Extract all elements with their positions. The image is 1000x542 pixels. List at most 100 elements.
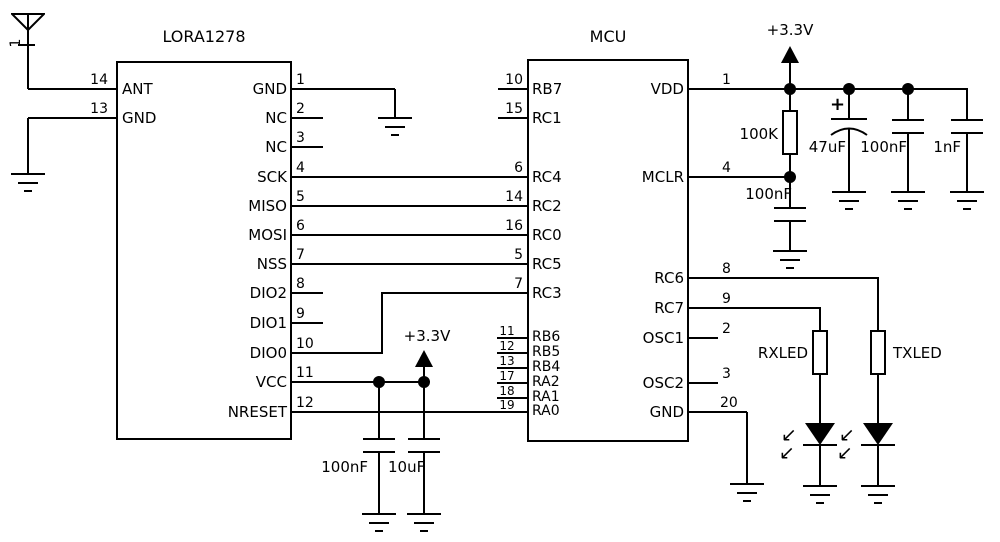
mcu-ra1-number: 18 xyxy=(499,384,515,398)
lora-pin11-number: 11 xyxy=(296,365,314,381)
lora-pin1-number: 1 xyxy=(296,72,305,88)
stub-rb4 xyxy=(497,367,527,369)
ground-symbol-gnd20 xyxy=(730,483,764,503)
mcu-rb4-number: 13 xyxy=(499,354,515,368)
ground-symbol-txled xyxy=(861,485,895,505)
rxled-gnd-leg xyxy=(819,446,821,485)
ground-symbol-cap100n xyxy=(891,191,925,211)
mcu-rc2-number: 14 xyxy=(505,189,523,205)
vcc-cap1-leg-top xyxy=(378,382,380,438)
lora-pin8-name: DIO2 xyxy=(249,284,287,302)
lora-pin2-name: NC xyxy=(265,109,287,127)
mcu-rb6-number: 11 xyxy=(499,324,515,338)
lora-pin13-number: 13 xyxy=(90,101,108,117)
txled-cathode-bar xyxy=(861,444,895,446)
ground-symbol-vcc-cap2 xyxy=(407,513,441,533)
stub-ra1 xyxy=(497,397,527,399)
mcu-rc5-name: RC5 xyxy=(532,255,562,273)
cap47-polarity: + xyxy=(830,94,846,115)
stub-ra2 xyxy=(497,382,527,384)
ground-symbol-mclr-cap xyxy=(773,250,807,270)
resistor-rxled xyxy=(812,330,828,375)
lora-pin5-number: 5 xyxy=(296,189,305,205)
vcc-cap2-value: 10uF xyxy=(388,458,426,476)
vcc-cap2-leg-bot xyxy=(423,452,425,513)
mcu-rc7-number: 9 xyxy=(722,291,731,307)
rxled-emission-arrow-icon: ↙ xyxy=(779,442,795,464)
mcu-rb5-name: RB5 xyxy=(532,344,561,360)
lora-pin2-number: 2 xyxy=(296,101,305,117)
cap1n-leg-bot xyxy=(966,132,968,191)
mcu-ra1-name: RA1 xyxy=(532,389,560,405)
lora-pin8-number: 8 xyxy=(296,276,305,292)
mcu-rb4-name: RB4 xyxy=(532,359,561,375)
rxled-diode-icon xyxy=(805,423,835,445)
cap47-plate-top xyxy=(831,118,867,120)
lora-pin11-name: VCC xyxy=(255,373,287,391)
stub-nc2 xyxy=(292,117,323,119)
rxled-cathode-bar xyxy=(803,444,837,446)
lora-pin13-name: GND xyxy=(122,109,157,127)
wire-vcc xyxy=(292,381,425,383)
mcu-rc7-name: RC7 xyxy=(654,299,684,317)
capacitor-vcc-100nF xyxy=(363,438,395,453)
wire-gnd13-drop xyxy=(27,118,29,173)
mclr-cap-leg-top xyxy=(789,177,791,207)
wire-lora-gnd1-drop xyxy=(394,89,396,117)
lora-body xyxy=(116,61,292,440)
cap100n-leg-bot xyxy=(907,132,909,191)
wire-sck xyxy=(292,176,527,178)
mcu-ra2-number: 17 xyxy=(499,369,515,383)
wire-gnd20-drop xyxy=(746,412,748,483)
lora-pin7-number: 7 xyxy=(296,247,305,263)
mcu-title: MCU xyxy=(589,27,627,46)
antenna-pin-tick xyxy=(18,44,35,46)
wire-gnd13 xyxy=(28,117,116,119)
mcu-mclr-number: 4 xyxy=(722,160,731,176)
mcu-osc1-number: 2 xyxy=(722,321,731,337)
stub-rb6 xyxy=(497,337,527,339)
rc6-drop xyxy=(877,278,879,330)
lora-pin7-name: NSS xyxy=(256,255,287,273)
mcu-rc6-name: RC6 xyxy=(654,269,684,287)
lora-pin6-number: 6 xyxy=(296,218,305,234)
mcu-rc4-number: 6 xyxy=(514,160,523,176)
ground-symbol-cap47 xyxy=(832,191,866,211)
lora-pin6-name: MOSI xyxy=(248,226,287,244)
rail-label: +3.3V xyxy=(766,21,814,39)
stub-nc3 xyxy=(292,146,323,148)
mclr-cap-leg-bot xyxy=(789,221,791,250)
vcc-cap2-leg-top xyxy=(423,382,425,438)
mcu-body xyxy=(527,59,689,442)
mcu-rc1-number: 15 xyxy=(505,101,523,117)
mcu-mclr-name: MCLR xyxy=(641,168,684,186)
wire-gnd20 xyxy=(689,411,747,413)
cap47-leg-bot xyxy=(848,128,850,191)
lora-pin9-name: DIO1 xyxy=(249,314,287,332)
resistor-txled xyxy=(870,330,886,375)
mcu-rb6-name: RB6 xyxy=(532,329,561,345)
capacitor-mclr-100nF xyxy=(774,207,806,222)
wire-dio0-rc3 xyxy=(381,292,527,294)
cap1n-value: 1nF xyxy=(933,138,961,156)
mcu-vdd-name: VDD xyxy=(650,80,684,98)
txled-emission-arrow-icon: ↙ xyxy=(839,424,855,446)
vcc-cap1-value: 100nF xyxy=(321,458,368,476)
mcu-rc2-name: RC2 xyxy=(532,197,562,215)
antenna-pin-number: 1 xyxy=(8,38,24,48)
mcu-osc2-number: 3 xyxy=(722,366,731,382)
mcu-rc5-number: 5 xyxy=(514,247,523,263)
txled-label: TXLED xyxy=(893,344,942,362)
rxled-res-leg xyxy=(819,375,821,423)
mcu-rc6-number: 8 xyxy=(722,261,731,277)
lora-pin10-name: DIO0 xyxy=(249,344,287,362)
ground-symbol-rxled xyxy=(803,485,837,505)
lora-pin14-name: ANT xyxy=(122,80,153,98)
lora-pin12-name: NRESET xyxy=(227,403,287,421)
power-arrow-icon-vcc xyxy=(415,350,433,367)
txled-emission-arrow-icon: ↙ xyxy=(837,442,853,464)
r100k-leg-bot xyxy=(789,155,791,177)
stub-rb7 xyxy=(498,88,527,90)
rail-arrow-stem xyxy=(789,63,791,89)
